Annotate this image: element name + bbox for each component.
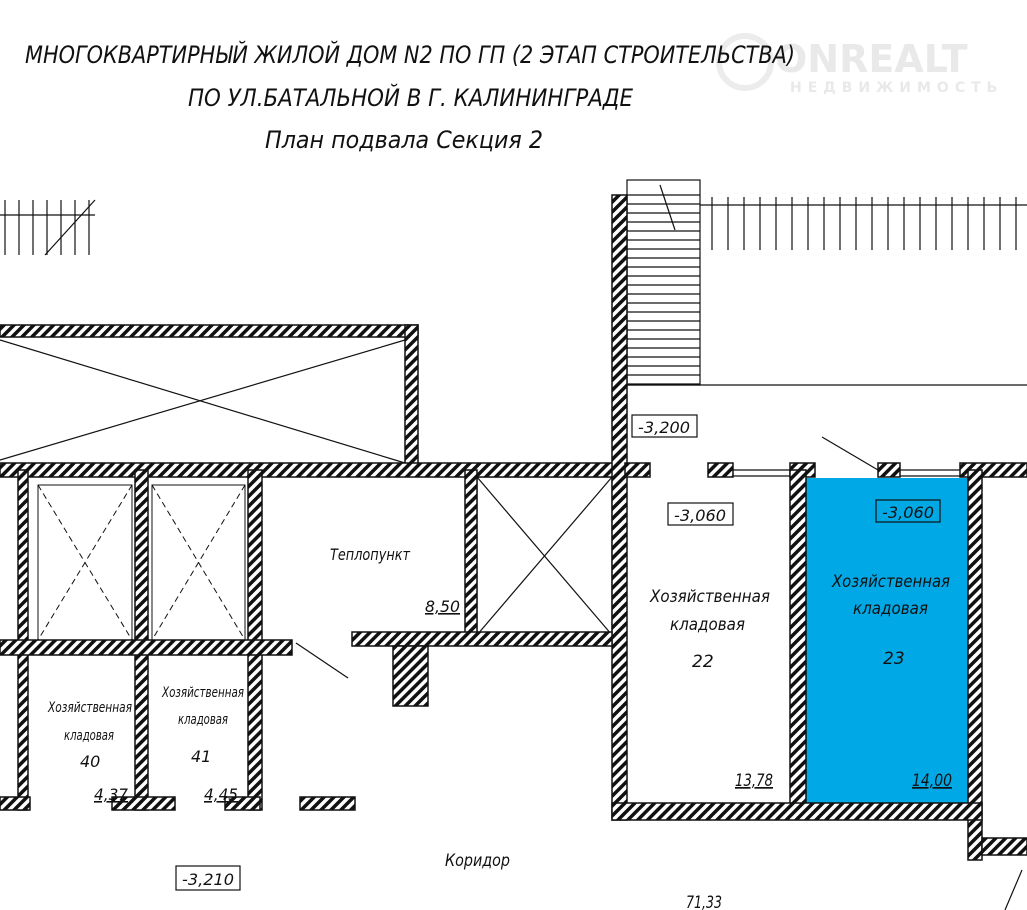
room-number: 40 — [80, 752, 100, 771]
room-number: 23 — [883, 649, 905, 669]
room-name: Коридор — [445, 851, 510, 871]
tick-diagonal — [44, 199, 96, 256]
door-swings — [295, 436, 1023, 910]
room-name: Хозяйственная — [47, 700, 132, 716]
walls — [0, 194, 1027, 861]
wall — [624, 462, 651, 478]
stair — [626, 179, 1027, 386]
room-41[interactable]: Хозяйственная кладовая 41 4,45 — [161, 685, 244, 804]
room-name: Хозяйственная — [161, 685, 244, 701]
wall — [299, 796, 356, 811]
title-line-3: План подвала Секция 2 — [265, 126, 543, 154]
svg-text:НЕДВИЖИМОСТЬ: НЕДВИЖИМОСТЬ — [790, 80, 1003, 96]
room-heat-point[interactable]: Теплопункт 8,50 — [330, 545, 460, 616]
drawing-title: МНОГОКВАРТИРНЫЙ ЖИЛОЙ ДОМ N2 ПО ГП (2 ЭТ… — [25, 40, 795, 154]
title-line-1: МНОГОКВАРТИРНЫЙ ЖИЛОЙ ДОМ N2 ПО ГП (2 ЭТ… — [25, 40, 795, 69]
level-room-23: -3,060 — [882, 503, 934, 522]
room-corridor[interactable]: Коридор 71,33 — [445, 851, 722, 910]
wall — [967, 469, 983, 861]
wall — [404, 324, 419, 471]
wall — [981, 837, 1027, 856]
void-areas — [0, 339, 613, 636]
room-22[interactable]: Хозяйственная кладовая 22 13,78 — [649, 587, 773, 791]
wall — [877, 462, 901, 478]
room-name: кладовая — [64, 728, 114, 744]
svg-text:ONREALT: ONREALT — [775, 37, 968, 81]
wall — [111, 796, 176, 811]
room-name: Хозяйственная — [831, 572, 950, 592]
wall — [611, 194, 628, 821]
room-23-highlight[interactable] — [806, 478, 968, 803]
level-marks — [175, 414, 941, 891]
level-stair: -3,200 — [638, 418, 690, 437]
room-name: кладовая — [178, 712, 228, 728]
wall — [0, 324, 419, 338]
room-area: 71,33 — [686, 893, 722, 910]
room-area: 4,37 — [94, 785, 129, 804]
room-number: 22 — [692, 652, 714, 672]
room-number: 41 — [191, 747, 211, 766]
room-name: кладовая — [853, 599, 928, 619]
wall — [0, 639, 293, 656]
wall — [0, 796, 31, 811]
room-name: кладовая — [670, 615, 745, 635]
room-area: 8,50 — [425, 597, 460, 616]
title-line-2: ПО УЛ.БАТАЛЬНОЙ В Г. КАЛИНИНГРАДЕ — [188, 83, 634, 112]
room-name: Хозяйственная — [649, 587, 770, 607]
watermark-logo: ONREALT НЕДВИЖИМОСТЬ — [716, 33, 1003, 96]
wall — [224, 796, 261, 811]
level-corridor: -3,210 — [182, 870, 234, 889]
room-area: 4,45 — [204, 785, 238, 804]
level-room-22: -3,060 — [674, 506, 726, 525]
wall — [611, 802, 983, 821]
room-name: Теплопункт — [330, 545, 411, 564]
room-23[interactable]: Хозяйственная кладовая 23 14,00 — [831, 572, 952, 791]
wall — [0, 462, 626, 478]
wall — [392, 645, 429, 707]
wall — [464, 469, 478, 641]
wall — [789, 469, 807, 806]
shaft-boxes — [37, 484, 246, 641]
grid-ticks — [0, 197, 1027, 256]
room-40[interactable]: Хозяйственная кладовая 40 4,37 — [47, 700, 132, 804]
wall — [351, 631, 613, 647]
room-area: 13,78 — [735, 771, 773, 791]
room-area: 14,00 — [912, 771, 952, 791]
wall — [707, 462, 734, 478]
